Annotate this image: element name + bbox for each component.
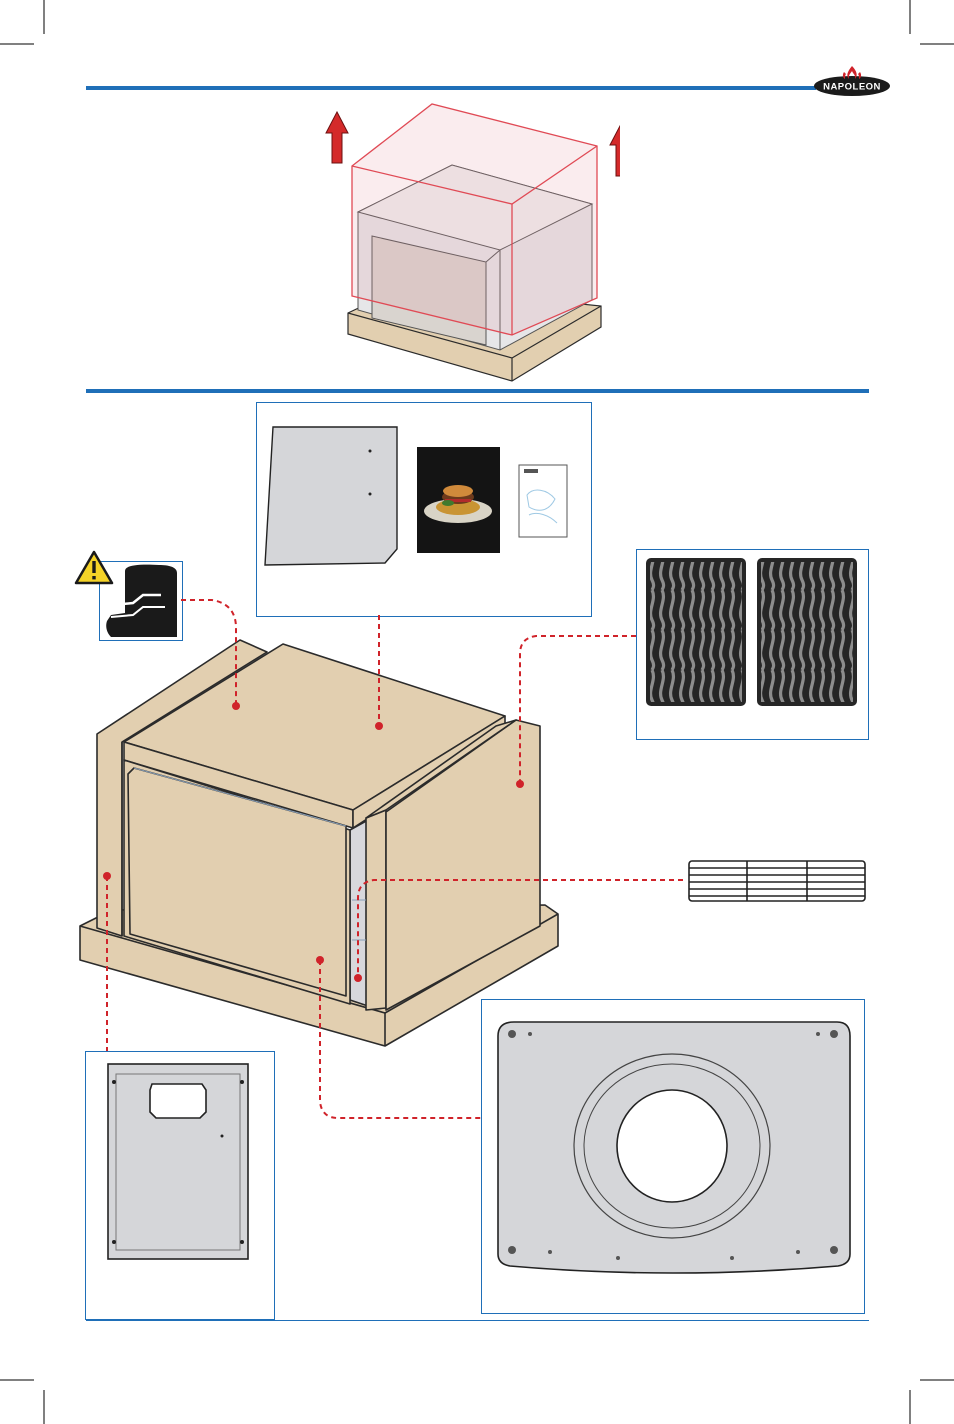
lift-packaging-illustration: [325, 103, 620, 382]
arrow-up-icon: [325, 110, 620, 177]
packaged-box-illustration: [79, 639, 559, 1047]
warning-triangle-icon: [74, 550, 114, 585]
cooking-grid-left: [646, 558, 746, 706]
cooking-grids-callout: [636, 549, 869, 740]
accessory-pack-callout: [256, 402, 592, 617]
brand-logo: NAPOLEON: [812, 62, 892, 98]
bottom-tray-callout: [481, 999, 865, 1314]
heavy-lift-icon: [106, 564, 177, 637]
brand-logo-text: NAPOLEON: [823, 82, 881, 93]
manual-booklet: [518, 464, 568, 538]
footer-rule: [86, 1320, 869, 1321]
warming-rack-part: [688, 860, 866, 902]
cookbook-image: [417, 447, 500, 553]
side-panel-part: [264, 426, 398, 566]
back-panel-callout: [85, 1051, 275, 1320]
cooking-grid-right: [757, 558, 857, 706]
flame-icon: [842, 66, 862, 79]
section-rule: [86, 389, 869, 393]
header-rule: [86, 86, 816, 90]
